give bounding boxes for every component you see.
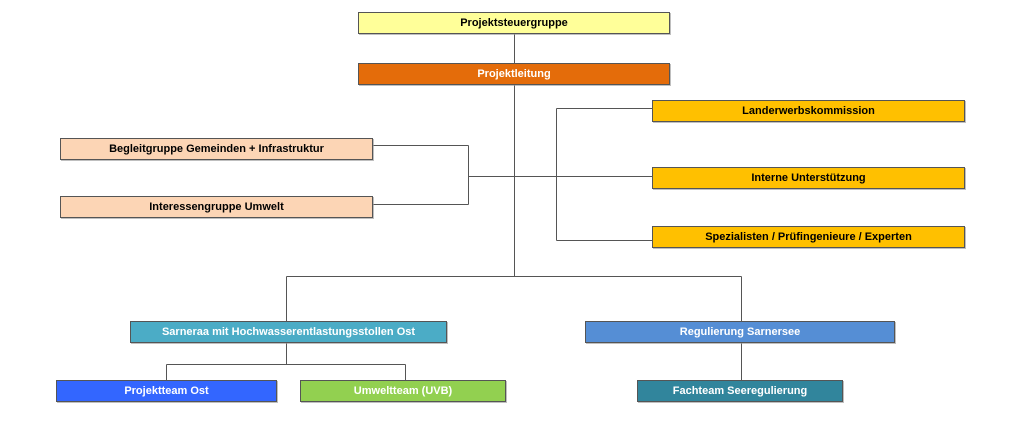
box-projektleitung: Projektleitung	[358, 63, 670, 85]
box-regulierung-sarnersee: Regulierung Sarnersee	[585, 321, 895, 343]
box-umweltteam-uvb: Umweltteam (UVB)	[300, 380, 506, 402]
box-interessengruppe-umwelt: Interessengruppe Umwelt	[60, 196, 373, 218]
box-projektteam-ost: Projektteam Ost	[56, 380, 277, 402]
box-fachteam-seeregulierung: Fachteam Seeregulierung	[637, 380, 843, 402]
box-spezialisten: Spezialisten / Prüfingenieure / Experten	[652, 226, 965, 248]
box-landerwerbskommission: Landerwerbskommission	[652, 100, 965, 122]
box-projektsteuergruppe: Projektsteuergruppe	[358, 12, 670, 34]
box-begleitgruppe: Begleitgruppe Gemeinden + Infrastruktur	[60, 138, 373, 160]
box-interne-unterstuetzung: Interne Unterstützung	[652, 167, 965, 189]
box-sarneraa-hochwasserentlastung: Sarneraa mit Hochwasserentlastungsstolle…	[130, 321, 447, 343]
